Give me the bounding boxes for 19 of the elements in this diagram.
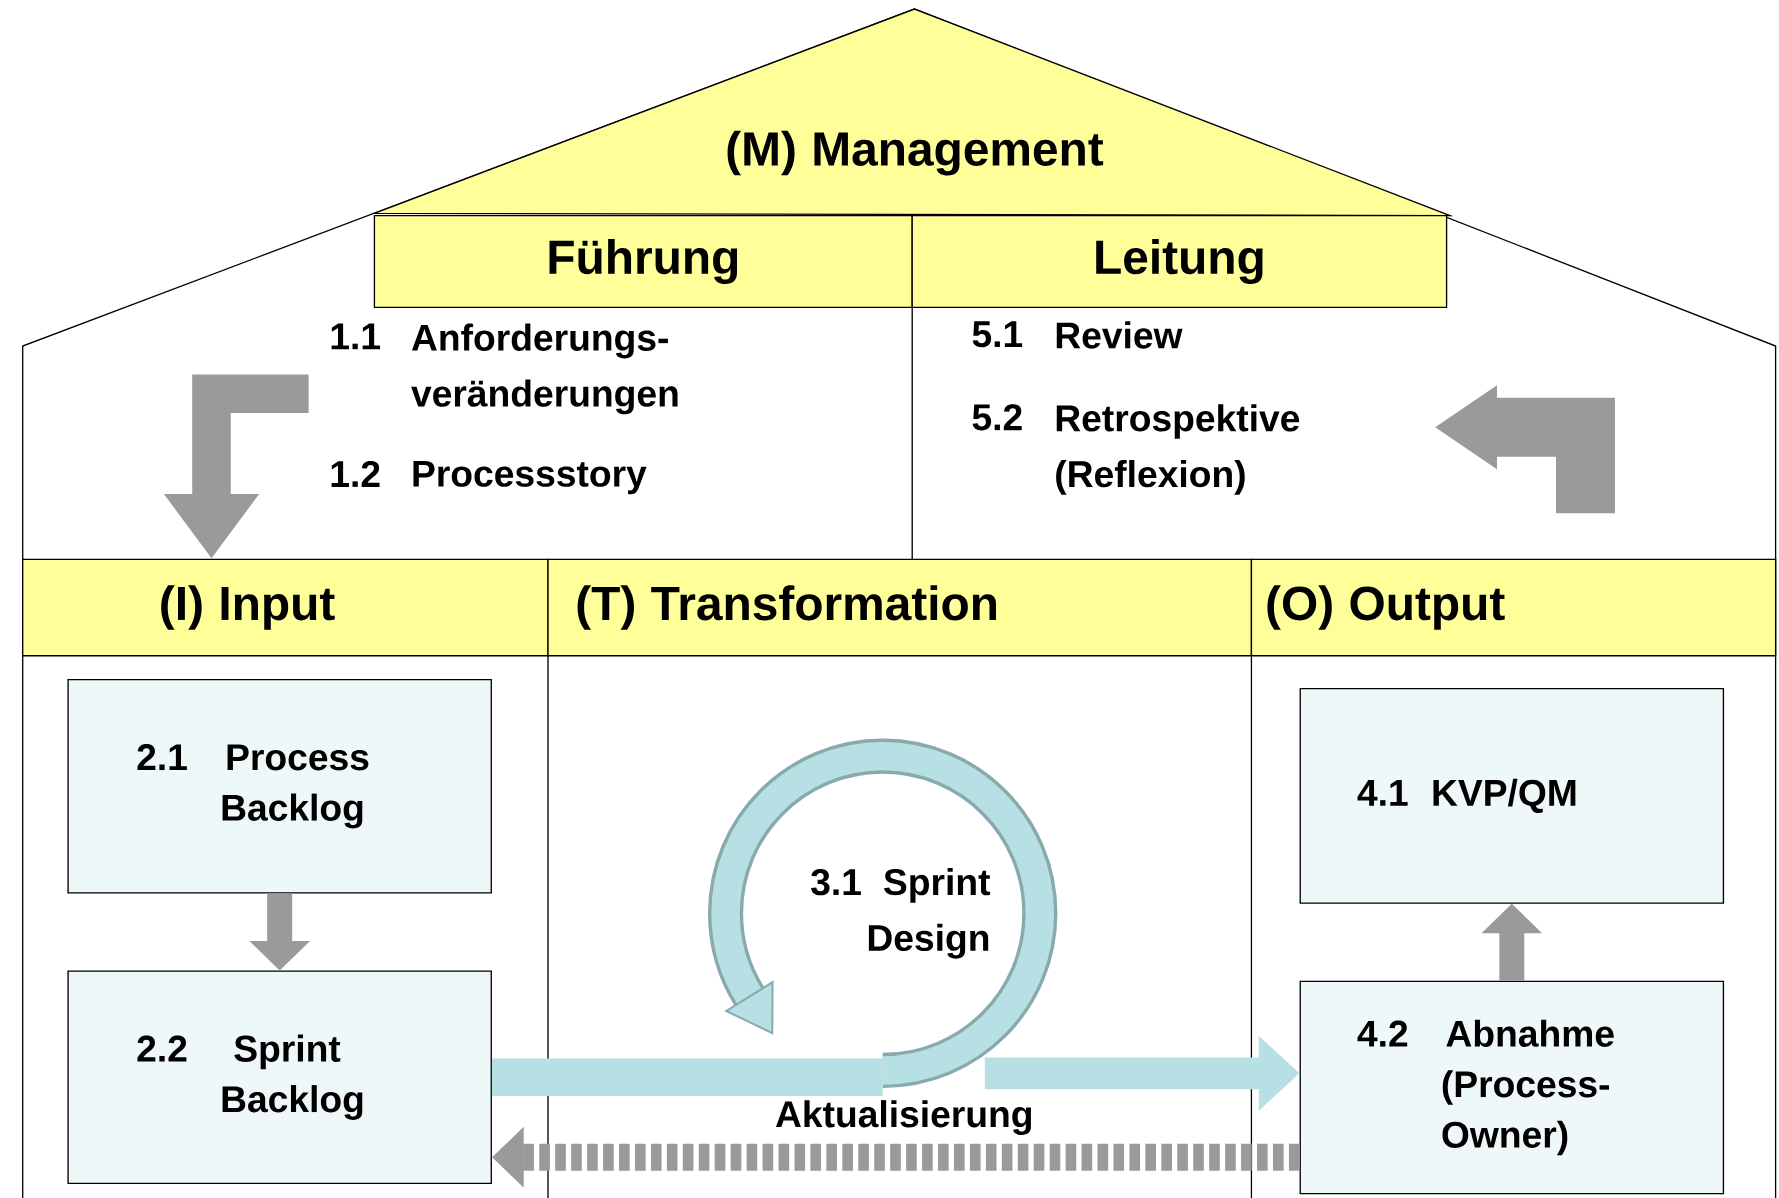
- process-box: 4.1 KVP/QM: [1299, 687, 1725, 904]
- step-text: Retrospektive (Reflexion): [1056, 404, 1300, 495]
- node-label: 3.1 Sprint Design: [811, 867, 991, 959]
- step-number: 1.2: [331, 460, 380, 487]
- column-header: (I) Input: [22, 558, 549, 657]
- heading-box: Leitung: [911, 214, 1448, 309]
- step-text: Review: [1056, 321, 1183, 349]
- process-box: 4.2 Abnahme (Process-Owner): [1299, 980, 1725, 1195]
- step-number: 1.1: [331, 323, 380, 350]
- process-box: 2.2 Sprint Backlog: [67, 970, 492, 1184]
- column-header: (T) Transformation: [547, 558, 1253, 657]
- edge-label: Aktualisierung: [772, 1097, 1037, 1138]
- process-box: 2.1 Process Backlog: [67, 678, 492, 894]
- heading-box: Führung: [373, 214, 913, 309]
- step-number: 5.2: [972, 404, 1022, 431]
- step-number: 5.1: [972, 321, 1023, 348]
- column-header: (O) Output: [1250, 558, 1777, 657]
- step-text: Processstory: [413, 460, 647, 495]
- step-text: Anforderungs- veränderungen: [411, 323, 678, 415]
